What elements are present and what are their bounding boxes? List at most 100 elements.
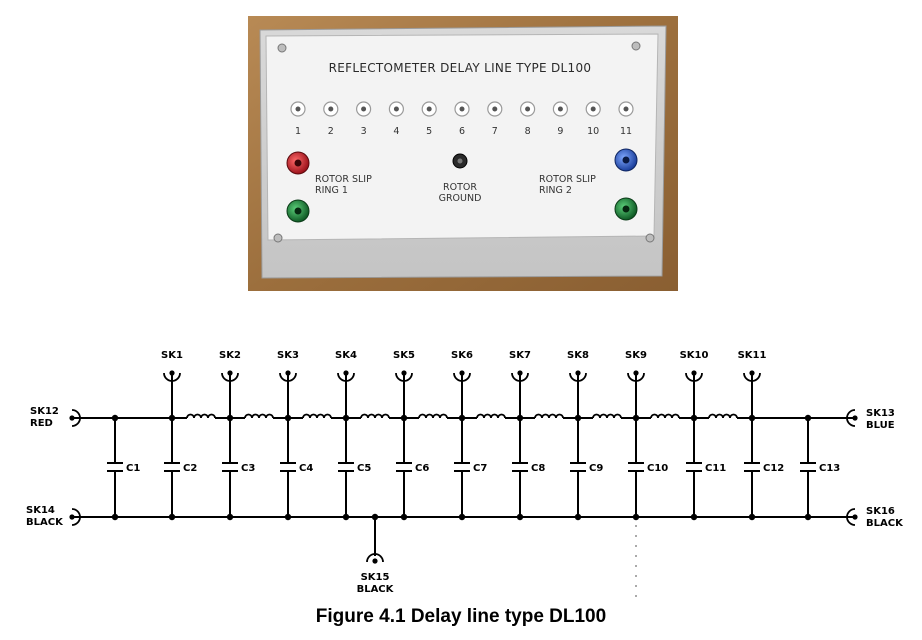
socket-number-label: 5 [426, 126, 432, 137]
sk14-label: SK14 [26, 505, 55, 516]
socket-pin [691, 370, 697, 376]
socket-hole [295, 106, 301, 112]
junction-dot [168, 513, 176, 521]
sk12-color-label: RED [30, 418, 53, 429]
socket-symbol [743, 372, 761, 382]
screw-icon [645, 233, 655, 243]
junction-dot [516, 414, 524, 422]
socket-pin [343, 370, 349, 376]
socket-pin [69, 514, 75, 520]
junction-dot [458, 513, 466, 521]
junction-dot [111, 513, 119, 521]
socket-label: SK10 [680, 350, 709, 361]
socket-symbol [453, 372, 471, 382]
junction-dot [400, 414, 408, 422]
inductor-symbol [650, 413, 680, 419]
junction-dot [400, 513, 408, 521]
capacitor-label: C11 [705, 463, 726, 474]
junction-dot [342, 513, 350, 521]
inductor-symbol [708, 413, 738, 419]
junction-dot [804, 414, 812, 422]
screw-icon [631, 41, 641, 51]
socket-symbol [511, 372, 529, 382]
junction-dot [226, 414, 234, 422]
junction-dot [342, 414, 350, 422]
junction-dot [690, 414, 698, 422]
socket-pin [749, 370, 755, 376]
socket-label: SK7 [509, 350, 531, 361]
socket-hole [459, 106, 465, 112]
junction-dot [168, 414, 176, 422]
socket-number-label: 11 [620, 126, 632, 137]
socket-pin [285, 370, 291, 376]
rotor-ground-label-line1: ROTOR [443, 182, 477, 193]
socket-label: SK9 [625, 350, 647, 361]
socket-hole [328, 106, 334, 112]
sk13-color-label: BLUE [866, 420, 895, 431]
socket-hole [361, 106, 367, 112]
capacitor-label: C12 [763, 463, 784, 474]
socket-hole [623, 106, 629, 112]
socket-pin [169, 370, 175, 376]
capacitor-label: C8 [531, 463, 545, 474]
socket-number-label: 1 [295, 126, 301, 137]
capacitor-label: C9 [589, 463, 603, 474]
socket-hole [426, 106, 432, 112]
socket-hole [525, 106, 531, 112]
figure-caption: Figure 4.1 Delay line type DL100 [315, 606, 607, 627]
socket-label: SK11 [738, 350, 767, 361]
socket-number-label: 2 [328, 126, 334, 137]
socket-pin [401, 370, 407, 376]
blue-socket [614, 148, 638, 172]
socket-pin [459, 370, 465, 376]
socket-symbol [221, 372, 239, 382]
rotor-ground-label-line2: GROUND [439, 193, 482, 204]
capacitor-label: C1 [126, 463, 140, 474]
socket-number-label: 9 [557, 126, 563, 137]
inductor-symbol [186, 413, 216, 419]
socket-symbol [627, 372, 645, 382]
socket-pin [852, 415, 858, 421]
socket-symbol [685, 372, 703, 382]
junction-dot [632, 513, 640, 521]
slip-ring-1-label-line2: RING 1 [315, 185, 348, 196]
junction-dot [458, 414, 466, 422]
inductor-symbol [592, 413, 622, 419]
panel-title: REFLECTOMETER DELAY LINE TYPE DL100 [329, 61, 592, 75]
socket-pin [852, 514, 858, 520]
socket-number-label: 6 [459, 126, 465, 137]
socket-pin [227, 370, 233, 376]
green-socket [614, 197, 638, 221]
capacitor-label: C13 [819, 463, 840, 474]
socket-pin [575, 370, 581, 376]
capacitor-label: C3 [241, 463, 255, 474]
socket-label: SK1 [161, 350, 183, 361]
ground-socket [452, 153, 468, 169]
junction-dot [371, 513, 379, 521]
junction-dot [284, 513, 292, 521]
socket-pin [69, 415, 75, 421]
socket-symbol [337, 372, 355, 382]
socket-symbol [569, 372, 587, 382]
socket-label: SK3 [277, 350, 299, 361]
slip-ring-2-label-line1: ROTOR SLIP [539, 174, 596, 185]
junction-dot [632, 414, 640, 422]
sk15-color-label: BLACK [357, 584, 395, 595]
socket-number-label: 7 [492, 126, 498, 137]
sk13-label: SK13 [866, 408, 895, 419]
slip-ring-1-label-line1: ROTOR SLIP [315, 174, 372, 185]
sk16-color-label: BLACK [866, 518, 904, 529]
socket-hole [590, 106, 596, 112]
junction-dot [690, 513, 698, 521]
screw-icon [277, 43, 287, 53]
capacitor-label: C10 [647, 463, 668, 474]
inductor-symbol [476, 413, 506, 419]
junction-dot [748, 414, 756, 422]
socket-label: SK5 [393, 350, 415, 361]
capacitor-label: C4 [299, 463, 313, 474]
capacitor-label: C7 [473, 463, 487, 474]
junction-dot [226, 513, 234, 521]
socket-pin [517, 370, 523, 376]
